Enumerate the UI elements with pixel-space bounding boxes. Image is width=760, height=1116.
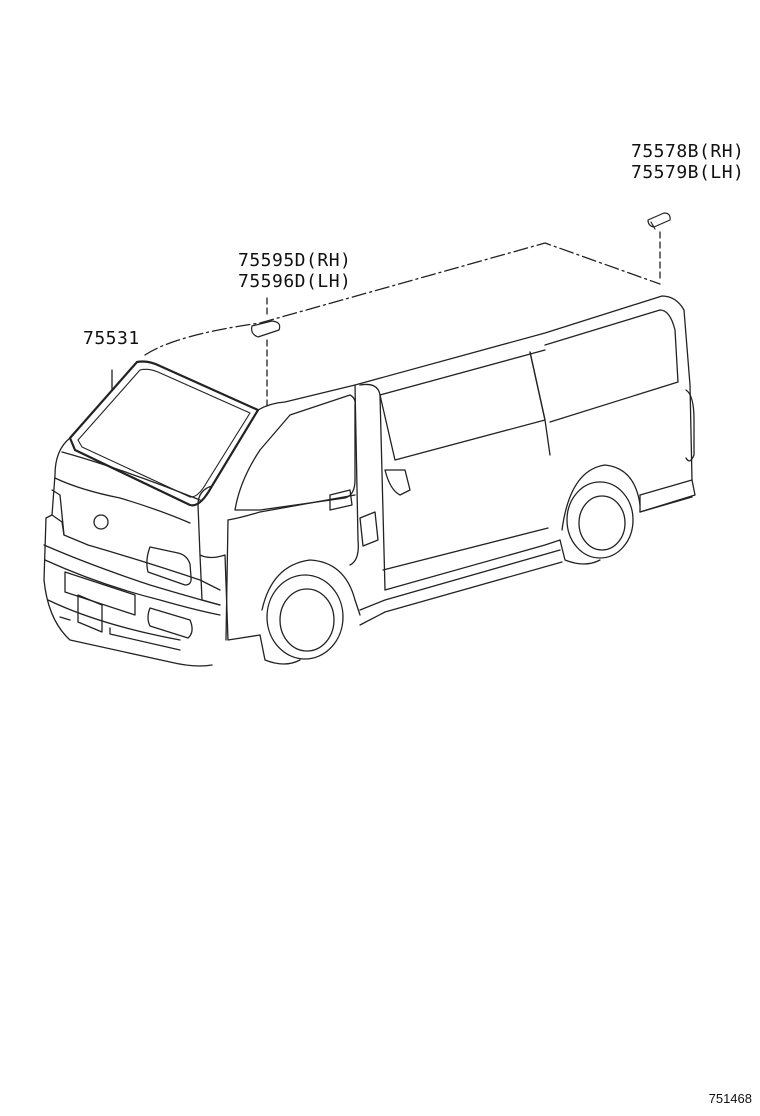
label-rear-clip-rh: 75578B(RH) [631,141,745,162]
label-center-clip-rh: 75595D(RH) [238,250,352,271]
sill-lines [359,496,693,626]
rear-wheel [559,464,641,565]
label-rear-clip-lh: 75579B(LH) [631,162,745,183]
center-clip-part [251,320,281,338]
front-body [43,437,221,667]
roof-outline [144,242,661,356]
front-wheel [259,559,361,665]
label-windshield-molding: 75531 [83,328,140,349]
drawing-reference-number: 751468 [708,1091,752,1106]
leader-lines [266,231,661,411]
label-center-clip-lh: 75596D(LH) [238,271,352,292]
rear-clip-part [647,212,671,230]
side-body [197,295,696,641]
windshield [68,360,260,507]
clip-parts [251,212,671,338]
